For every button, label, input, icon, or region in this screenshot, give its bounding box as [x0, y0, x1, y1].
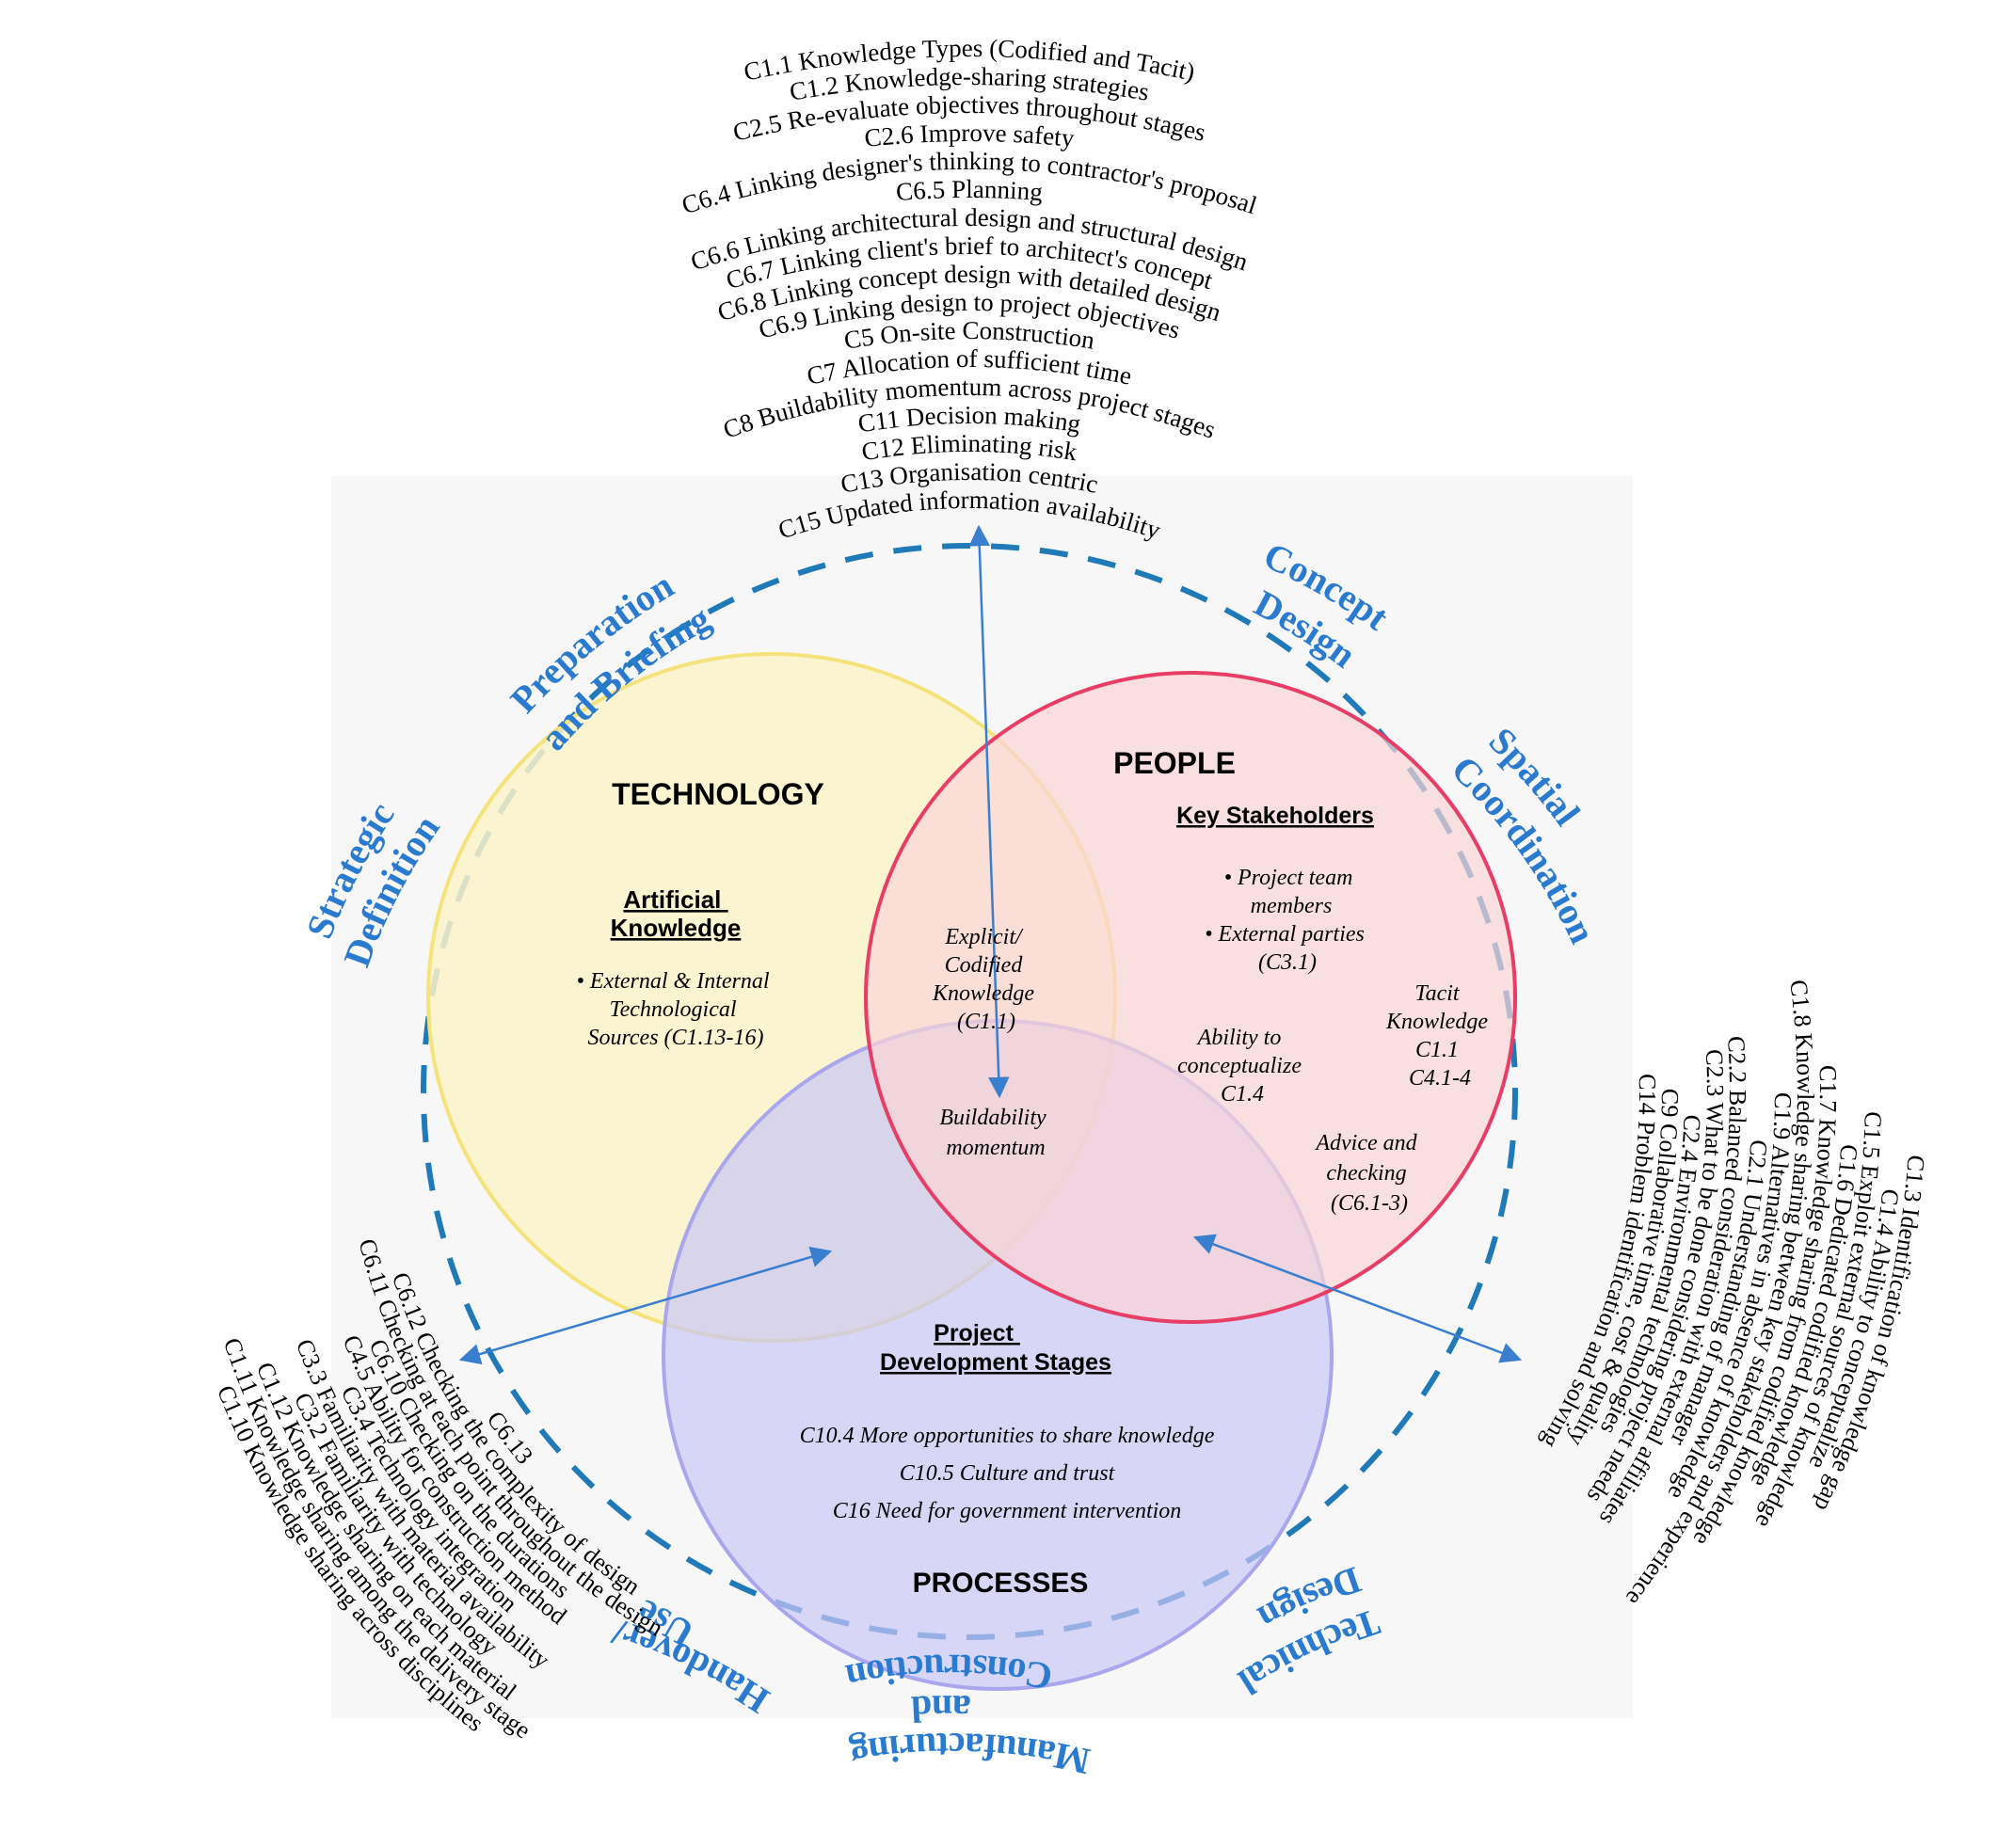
- people-external-line1: • External parties: [1205, 922, 1365, 947]
- technology-subtitle-line1: Artificial: [623, 885, 721, 914]
- explicit-line2: Codified: [945, 953, 1024, 978]
- explicit-knowledge: Explicit/ Codified Knowledge (C1.1): [932, 925, 1040, 1034]
- center-line1: Buildability: [939, 1106, 1046, 1130]
- processes-item2: C10.5 Culture and trust: [900, 1461, 1116, 1486]
- arrow-vertical: [968, 524, 1010, 1099]
- people-title: PEOPLE: [1113, 746, 1236, 780]
- people-tacit-line2: Knowledge: [1385, 1010, 1488, 1034]
- people-circle: [864, 671, 1517, 1324]
- center-line2: momentum: [946, 1136, 1045, 1160]
- stage-manufacturing: Manufacturing: [847, 1725, 1094, 1783]
- people-tacit-line3: C1.1: [1415, 1038, 1459, 1062]
- processes-item1: C10.4 More opportunities to share knowle…: [800, 1424, 1215, 1448]
- people-tacit: Tacit Knowledge C1.1 C4.1-4: [1385, 981, 1494, 1091]
- processes-title: PROCESSES: [913, 1568, 1089, 1599]
- technology-item-line3: Sources (C1.13-16): [587, 1026, 763, 1050]
- processes-subtitle-line2: Development Stages: [880, 1349, 1111, 1376]
- people-concept-line1: Ability to: [1196, 1026, 1282, 1050]
- arrow-right: [1192, 1234, 1523, 1363]
- arrow-left: [458, 1246, 833, 1365]
- people-advice: Advice and checking (C6.1-3): [1314, 1131, 1422, 1216]
- people-members-line2: members: [1251, 894, 1333, 918]
- explicit-line4: (C1.1): [957, 1010, 1015, 1034]
- people-external: • External parties (C3.1): [1205, 922, 1370, 975]
- buildability-momentum: Buildability momentum: [939, 1106, 1051, 1160]
- people-advice-line2: checking: [1326, 1161, 1406, 1186]
- people-conceptualize: Ability to conceptualize C1.4: [1177, 1026, 1307, 1107]
- people-members-line1: • Project team: [1224, 866, 1353, 890]
- explicit-line1: Explicit/: [944, 925, 1024, 949]
- technology-item-line1: • External & Internal: [576, 969, 769, 994]
- people-advice-line1: Advice and: [1314, 1131, 1417, 1155]
- top-criteria: C1.1 Knowledge Types (Codified and Tacit…: [679, 34, 1260, 545]
- people-members: • Project team members: [1224, 866, 1359, 918]
- technology-item-line2: Technological: [609, 997, 736, 1022]
- people-advice-line3: (C6.1-3): [1331, 1191, 1408, 1216]
- technology-title: TECHNOLOGY: [612, 777, 824, 811]
- technology-item: • External & Internal Technological Sour…: [576, 969, 775, 1050]
- explicit-line3: Knowledge: [932, 981, 1034, 1006]
- stage-and: and: [910, 1687, 971, 1730]
- top-label: C6.5 Planning: [895, 175, 1044, 206]
- technology-subtitle: Artificial Knowledge: [611, 885, 742, 942]
- people-tacit-line1: Tacit: [1414, 981, 1460, 1006]
- technology-subtitle-line2: Knowledge: [611, 914, 742, 942]
- processes-item3: C16 Need for government intervention: [833, 1499, 1182, 1523]
- people-concept-line3: C1.4: [1221, 1082, 1264, 1107]
- people-tacit-line4: C4.1-4: [1409, 1066, 1471, 1091]
- processes-subtitle: Project Development Stages: [880, 1320, 1111, 1376]
- people-external-line2: (C3.1): [1258, 950, 1317, 975]
- people-subtitle: Key Stakeholders: [1176, 803, 1374, 829]
- processes-subtitle-line1: Project: [934, 1320, 1014, 1346]
- people-concept-line2: conceptualize: [1177, 1054, 1302, 1078]
